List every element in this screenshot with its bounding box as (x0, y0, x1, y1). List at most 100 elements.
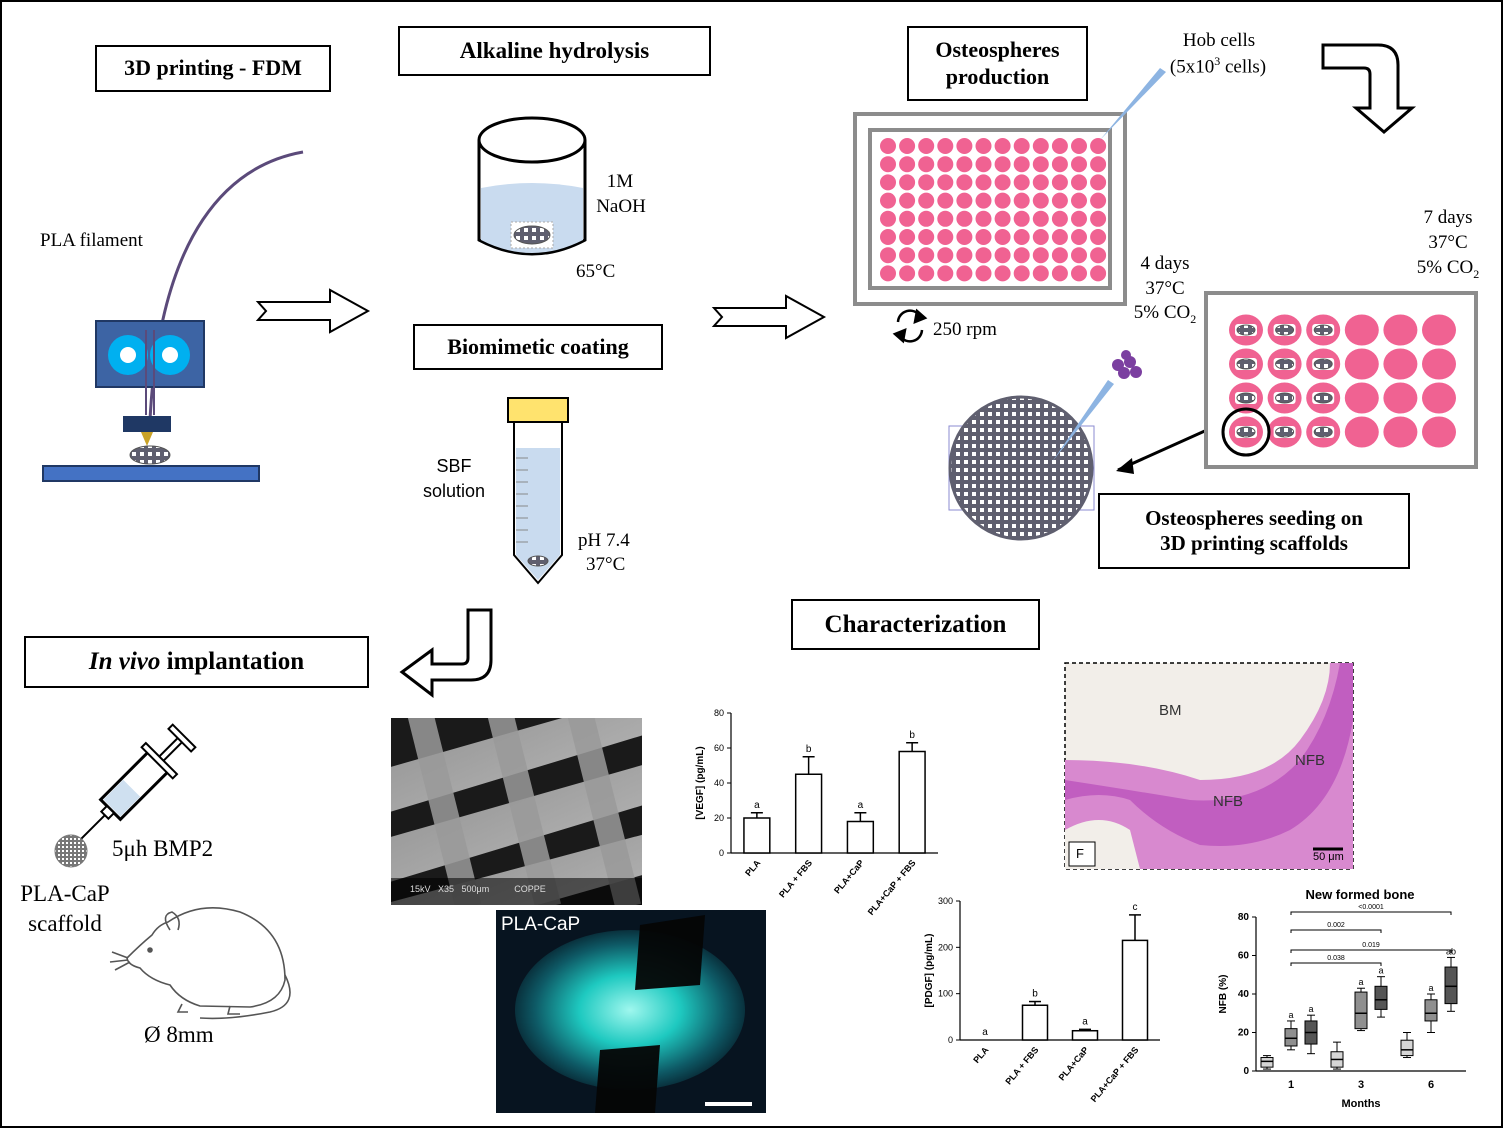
well-96 (1013, 229, 1030, 245)
significance-bracket (1290, 949, 1452, 953)
box (1284, 1028, 1298, 1047)
y-tick-label: 0 (719, 848, 724, 858)
syringe-illustration (54, 723, 197, 868)
y-axis-label: [VEGF] (pg/mL) (695, 746, 706, 819)
sbf-line2: solution (422, 481, 486, 501)
well-96 (899, 138, 916, 154)
well-96 (1071, 156, 1087, 173)
ph-label: pH 7.4 (578, 530, 630, 551)
well-96 (956, 156, 973, 173)
well-96 (975, 210, 992, 227)
well-24 (1383, 348, 1418, 380)
y-tick-label: 300 (938, 896, 953, 906)
well-96 (1090, 229, 1107, 245)
well-96 (937, 210, 954, 227)
well-96 (1071, 192, 1087, 209)
well-scaffold (1313, 426, 1333, 438)
pipette-tip-top (1100, 68, 1166, 140)
well-scaffold (1236, 426, 1256, 438)
well-96 (1013, 156, 1030, 173)
well-96 (1013, 265, 1030, 282)
p-value-label: 0.002 (1327, 922, 1345, 929)
seeding-line1: Osteospheres seeding on (1145, 505, 1363, 530)
well-96 (994, 229, 1011, 245)
significance-letter: b (909, 730, 915, 741)
diameter-label: Ø 8mm (144, 1022, 214, 1047)
well-24 (1422, 348, 1456, 380)
well-96 (1071, 210, 1087, 227)
box (1400, 1039, 1414, 1057)
well-24 (1422, 416, 1456, 448)
days7-temp-label: 37°C (1428, 232, 1468, 253)
highlight-circle (1221, 407, 1271, 457)
well-scaffold (1275, 358, 1295, 370)
well-96 (880, 265, 896, 282)
well-scaffold (1313, 324, 1333, 336)
days4-label: 4 days (1140, 253, 1190, 274)
well-96 (975, 265, 992, 282)
well-96 (994, 210, 1011, 227)
well-96 (1051, 247, 1068, 264)
well-96 (975, 156, 992, 173)
y-tick-label: 40 (714, 778, 724, 788)
well-96 (899, 265, 916, 282)
well-96 (1090, 174, 1107, 191)
well-96 (1090, 210, 1107, 227)
well-96 (1032, 247, 1049, 264)
well-96 (880, 210, 896, 227)
well-96 (918, 247, 935, 264)
days4-temp-label: 37°C (1145, 278, 1185, 299)
print-bed (42, 465, 260, 482)
well-96 (1090, 247, 1107, 264)
well-96 (1071, 265, 1087, 282)
well-96 (994, 192, 1011, 209)
rpm-label: 250 rpm (933, 319, 997, 340)
p-value-label: 0.038 (1327, 955, 1345, 962)
well-96 (899, 156, 916, 173)
well-96 (1090, 192, 1107, 209)
well-96 (1013, 174, 1030, 191)
rotation-icon (892, 308, 928, 344)
y-tick-label: 0 (948, 1035, 953, 1045)
well-96 (1071, 247, 1087, 264)
well-96 (975, 174, 992, 191)
well-96 (975, 229, 992, 245)
days7-label: 7 days (1423, 207, 1473, 228)
well-96 (1013, 138, 1030, 154)
arrow-to-alkaline (255, 288, 371, 334)
well-96 (956, 210, 973, 227)
x-tick-label: PLA (743, 857, 763, 878)
arrow-to-osteospheres (711, 294, 827, 340)
well-96 (975, 192, 992, 209)
printing-title: 3D printing - FDM (124, 55, 302, 81)
days7-co2-label: 5% CO2 (1416, 257, 1480, 281)
well-96 (1071, 174, 1087, 191)
wells-24 (1229, 314, 1456, 448)
significance-letter: b (806, 744, 812, 755)
well-96 (918, 174, 935, 191)
x-tick-label: 6 (1428, 1079, 1434, 1091)
histo-nfb-label-2: NFB (1213, 793, 1243, 810)
box (1260, 1057, 1274, 1068)
osteo-production-box: Osteospheres production (907, 26, 1088, 101)
well-96 (1013, 247, 1030, 264)
well-24 (1383, 314, 1418, 346)
osteosphere-cells (1112, 350, 1142, 379)
significance-bracket (1290, 911, 1452, 915)
well-96 (956, 229, 973, 245)
hob-line2: (5x103 cells) (1169, 54, 1267, 78)
well-96 (956, 192, 973, 209)
printer-illustration (42, 150, 304, 482)
y-axis-label: [PDGF] (pg/mL) (924, 934, 935, 1008)
x-tick-label: PLA+CaP (832, 858, 866, 896)
seeding-line2: 3D printing scaffolds (1160, 531, 1348, 555)
well-96 (1051, 138, 1068, 154)
well-96 (1051, 210, 1068, 227)
significance-bracket (1290, 929, 1382, 933)
well-scaffold (1275, 392, 1295, 404)
y-tick-label: 60 (714, 743, 724, 753)
well-96 (880, 192, 896, 209)
well-24 (1344, 416, 1379, 448)
significance-letter: a (858, 800, 864, 811)
